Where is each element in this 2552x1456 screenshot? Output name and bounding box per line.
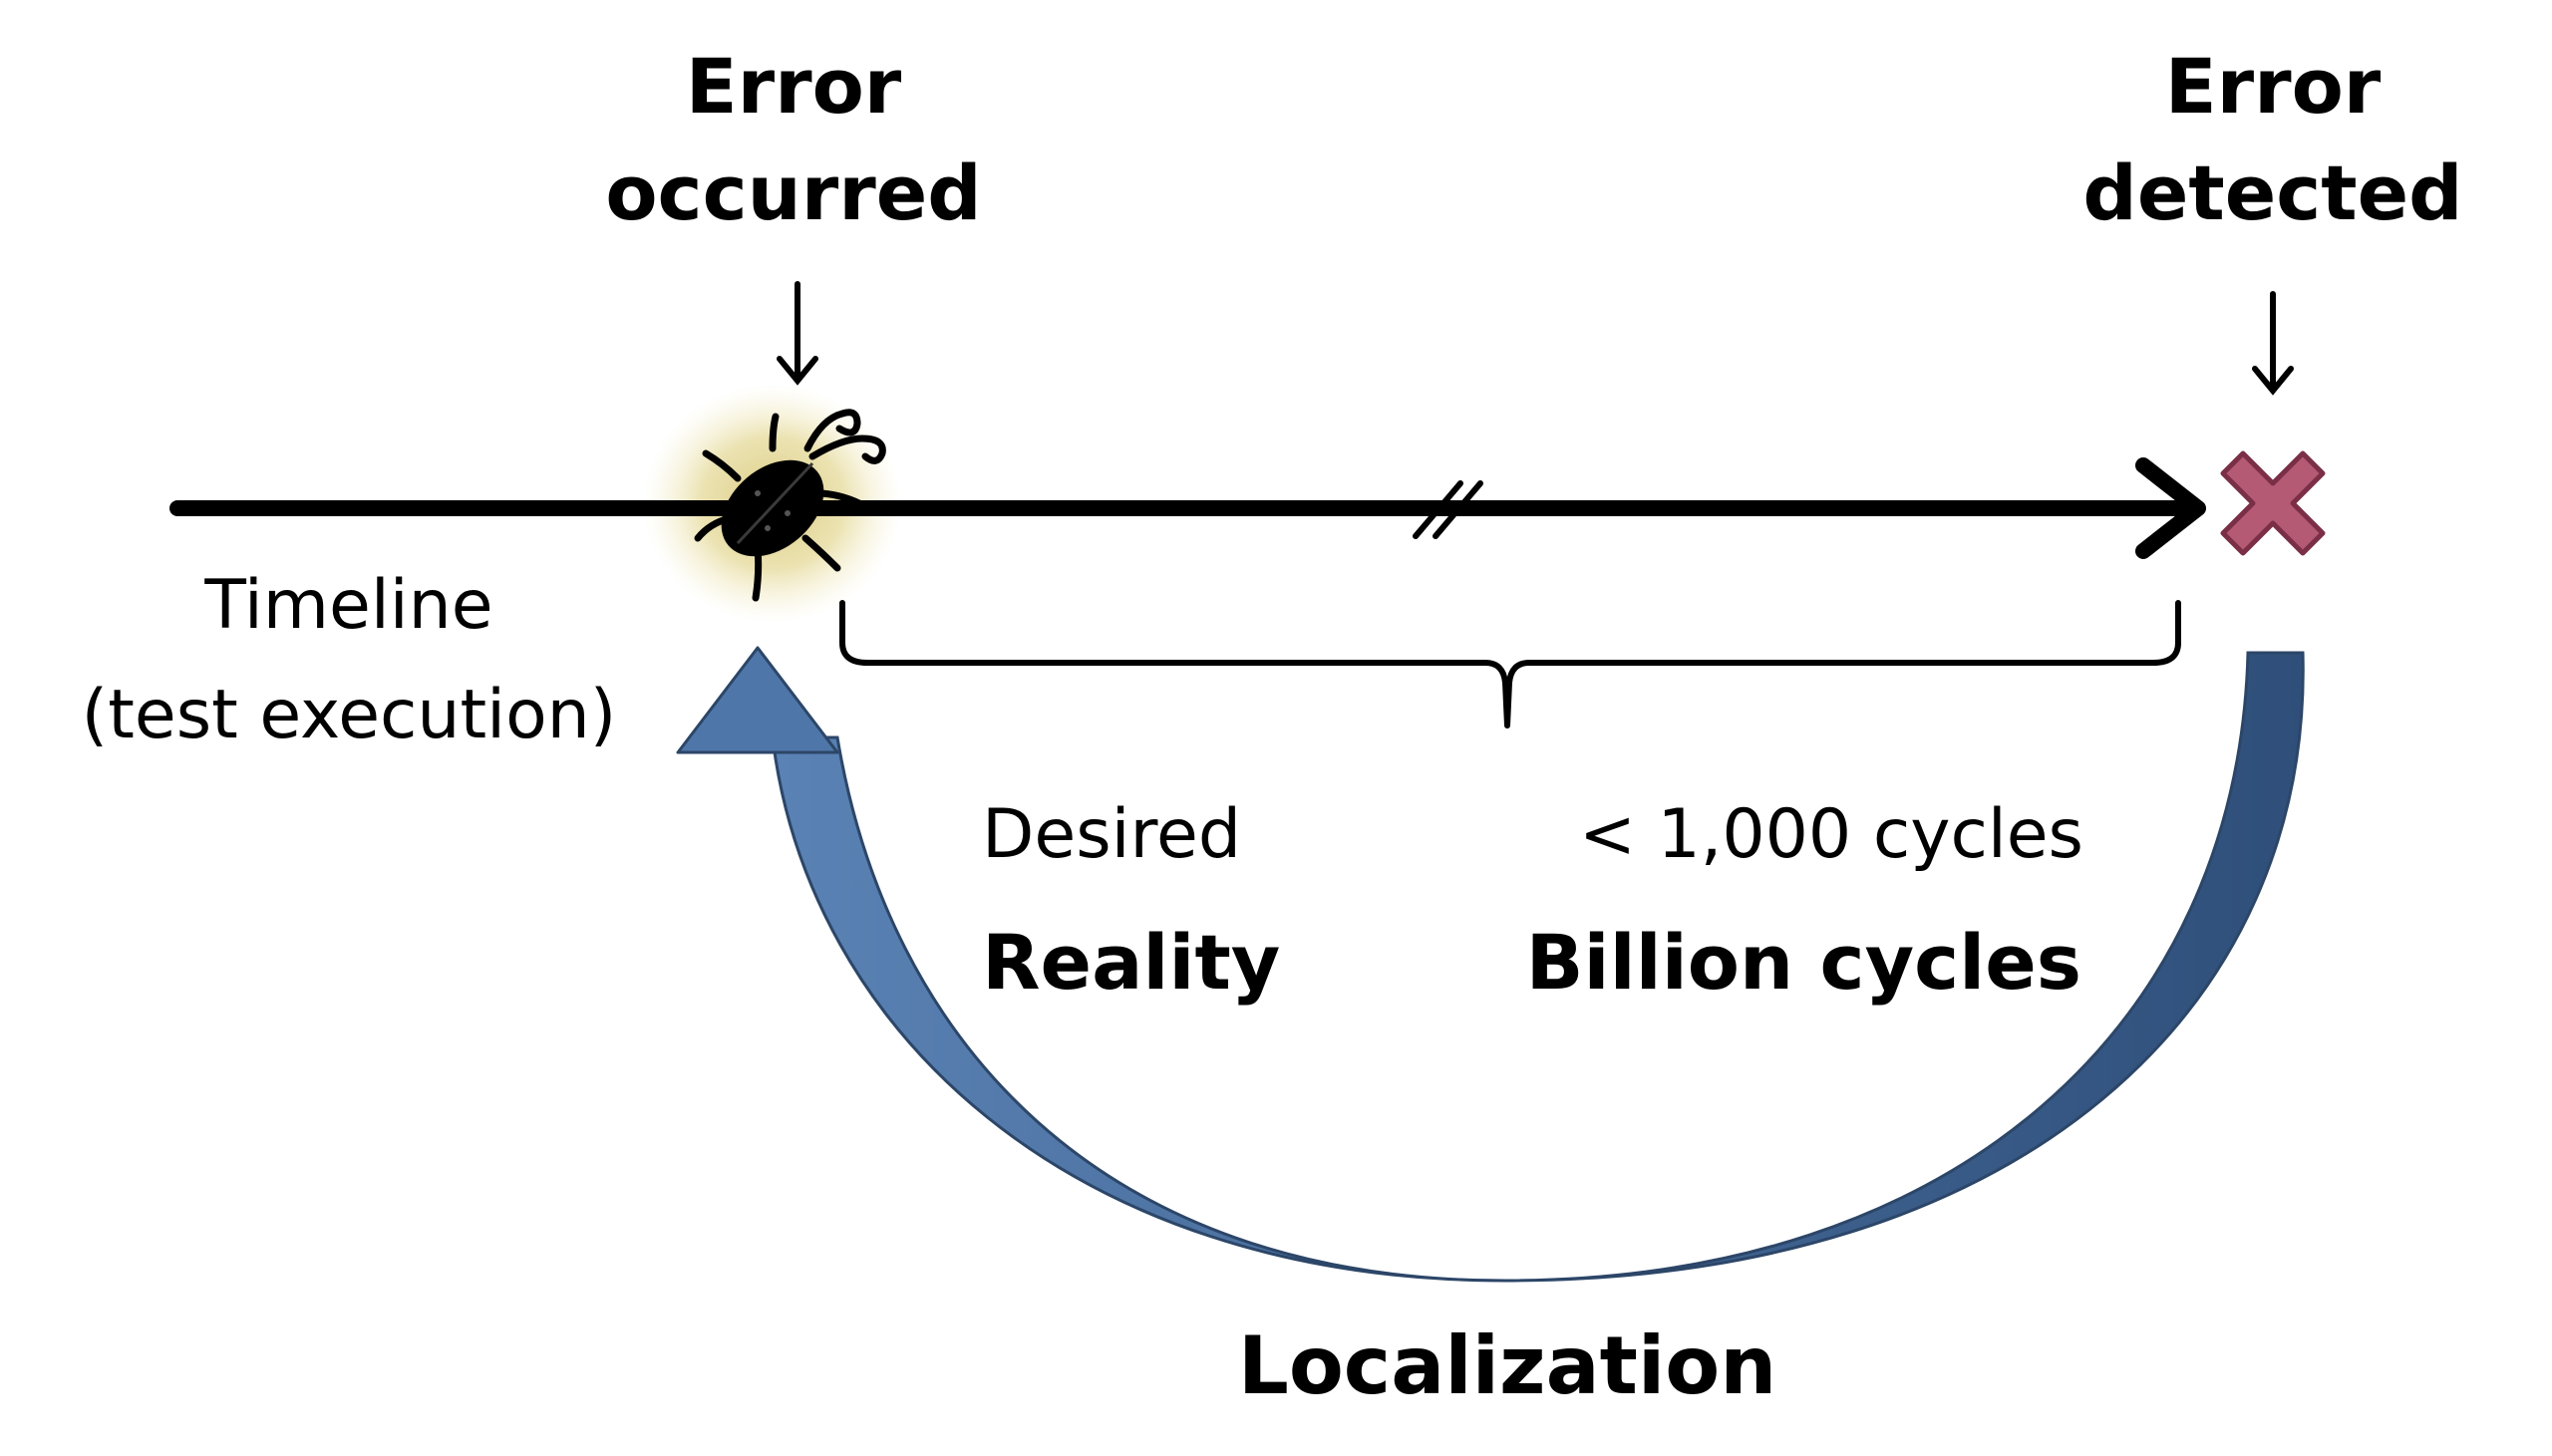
error-occurred-label-line2: occurred xyxy=(605,148,981,237)
bug-icon xyxy=(694,409,886,602)
span-brace xyxy=(839,600,2181,728)
axis-break-icon xyxy=(1413,480,1483,539)
reality-value: Billion cycles xyxy=(1526,918,2081,1007)
error-detected-label-line2: detected xyxy=(2082,148,2462,237)
timeline-arrow xyxy=(169,457,2206,559)
timeline-label-line1: Timeline xyxy=(203,566,492,645)
error-occurred-label-line1: Error xyxy=(686,42,902,131)
desired-label: Desired xyxy=(982,795,1241,874)
cross-icon xyxy=(2220,450,2326,556)
error-detected-label-line1: Error xyxy=(2165,42,2382,131)
timeline-label-line2: (test execution) xyxy=(82,676,617,754)
arrow-down-icon xyxy=(2252,291,2294,396)
desired-value: < 1,000 cycles xyxy=(1579,795,2083,874)
arrow-down-icon xyxy=(777,281,818,386)
curved-arrow-icon xyxy=(676,646,2305,1283)
localization-label: Localization xyxy=(1238,1319,1776,1412)
reality-label: Reality xyxy=(982,918,1280,1007)
